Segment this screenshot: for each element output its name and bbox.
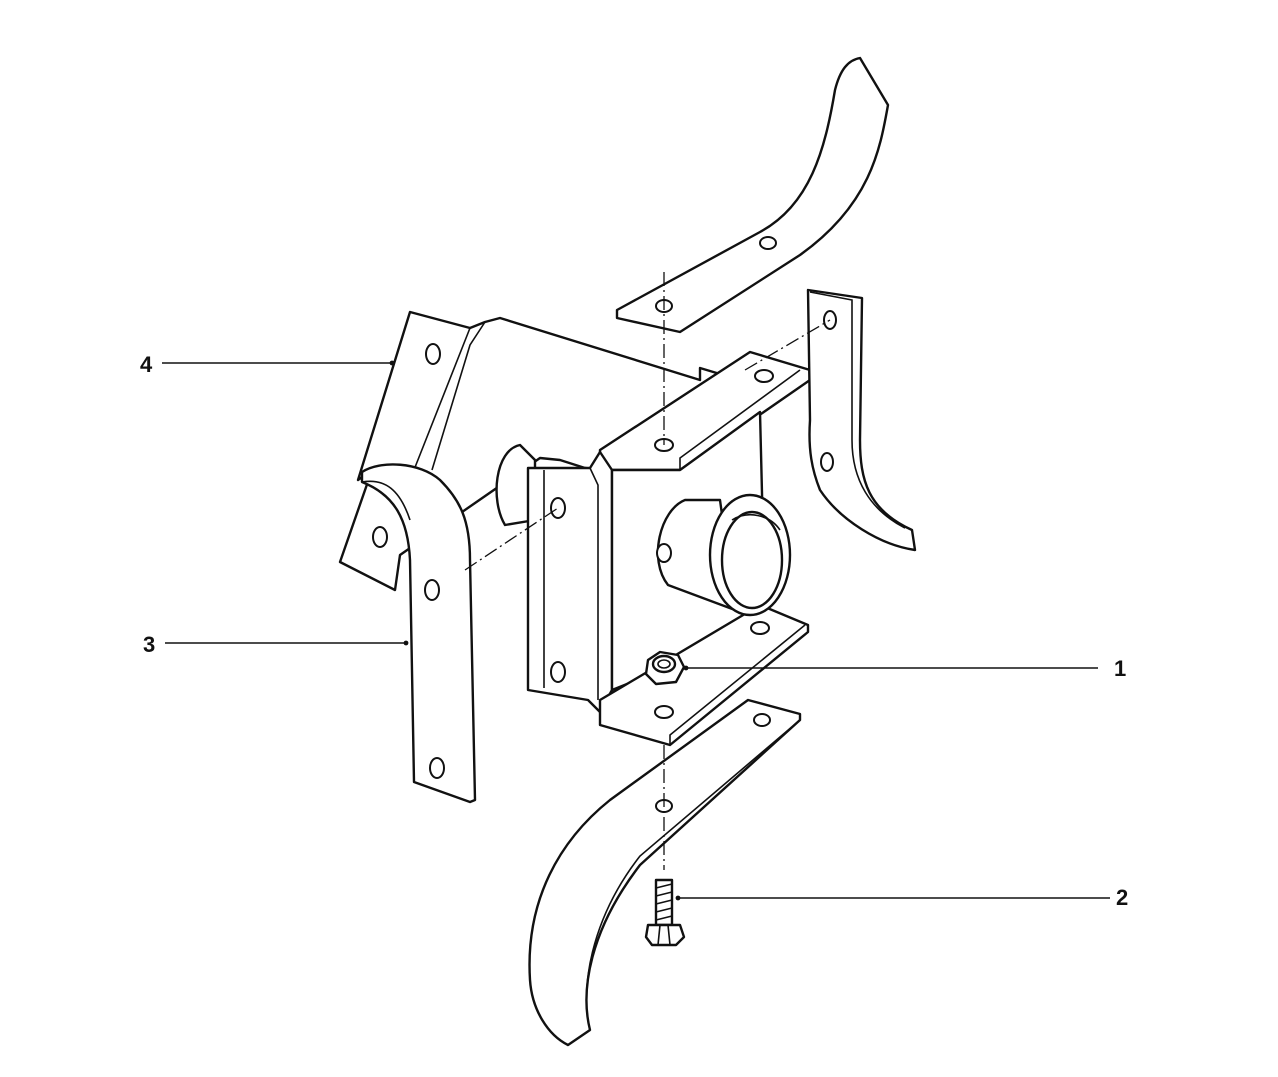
housing-face-hole: [550, 661, 566, 683]
tine-bolt-hole: [759, 236, 777, 250]
bracket-bolt-hole: [372, 526, 388, 548]
nut-bore: [651, 654, 677, 674]
flange-housing: [495, 350, 812, 747]
assembly-centerlines: [464, 272, 831, 870]
right-curved-tine: [806, 288, 917, 552]
tine-bolt-hole: [820, 452, 834, 472]
leader-lines: [162, 360, 1110, 901]
callout-3: 3: [143, 632, 155, 657]
bearing-bore: [720, 510, 784, 610]
lower-curved-tine: [528, 698, 802, 1047]
tine-bolt-hole: [753, 713, 771, 727]
bracket-bolt-hole: [425, 343, 441, 365]
boss-bolt-hole: [656, 543, 672, 563]
housing-face-hole: [550, 497, 566, 519]
left-tine-arm: [360, 463, 477, 804]
housing-top-hole: [754, 369, 774, 383]
hex-bolt: [644, 878, 686, 947]
callout-1: 1: [1114, 656, 1126, 681]
housing-bottom-hole: [654, 705, 674, 719]
tine-bolt-hole: [424, 579, 440, 601]
hex-nut: [644, 650, 686, 686]
callout-4: 4: [140, 352, 153, 377]
housing-bottom-hole: [750, 621, 770, 635]
callout-2: 2: [1116, 885, 1128, 910]
tine-bolt-hole: [429, 757, 445, 779]
upper-curved-tine: [615, 56, 890, 334]
